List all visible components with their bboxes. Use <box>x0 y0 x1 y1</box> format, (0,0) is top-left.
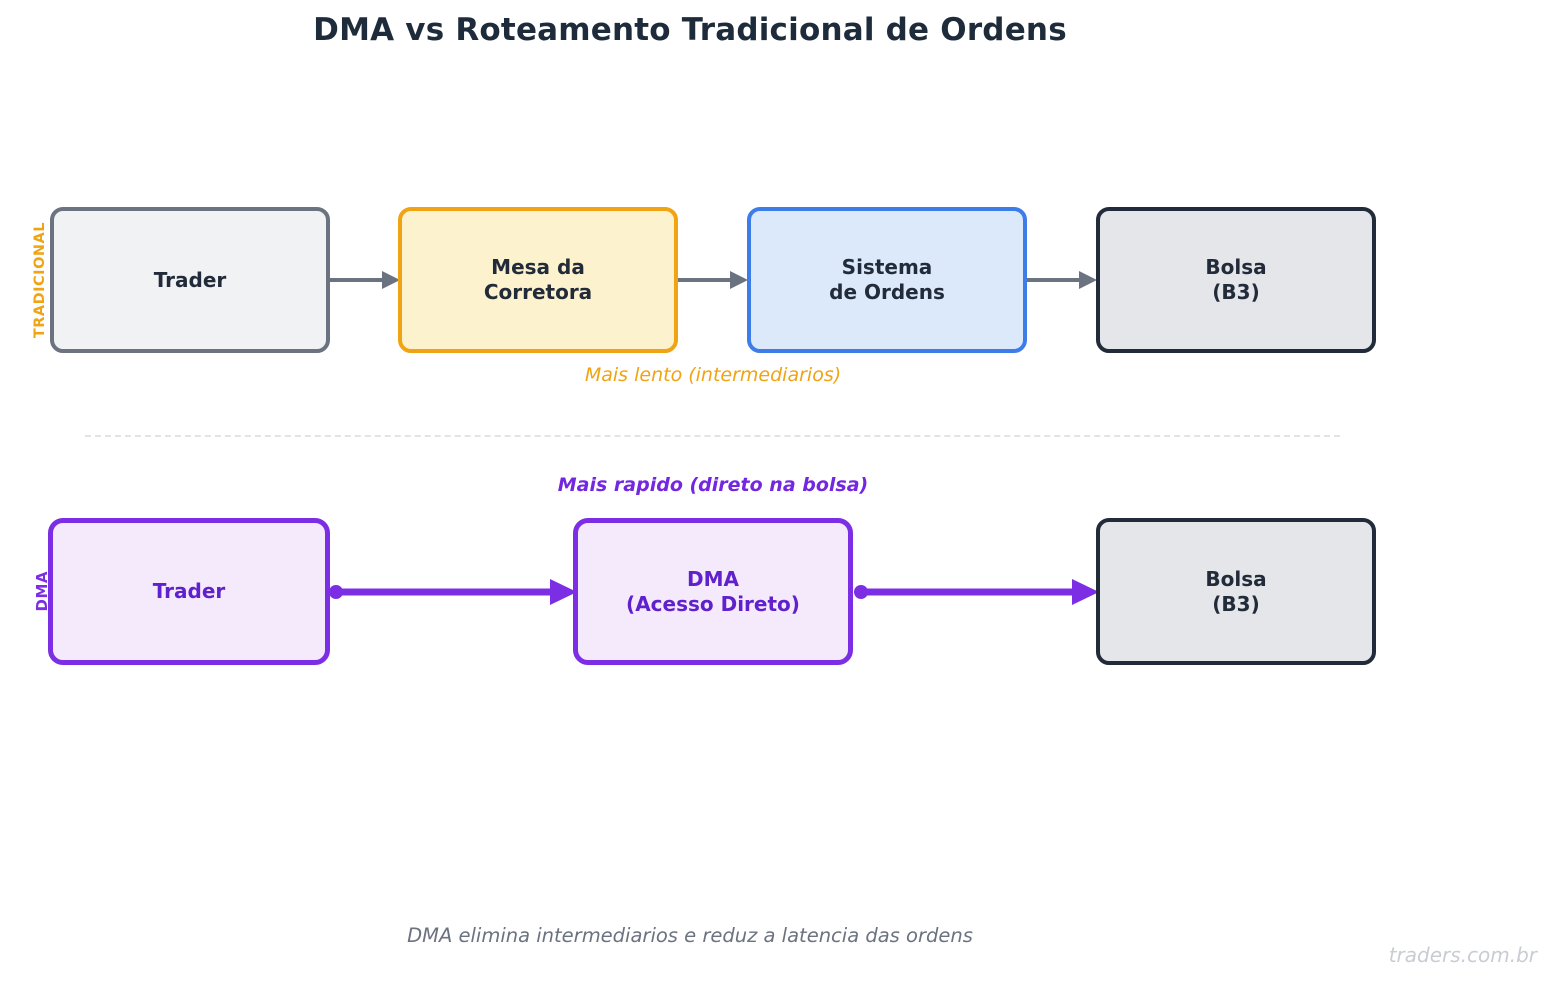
arrow-dma-to-bolsa-icon <box>854 579 1099 605</box>
node-trader-dma: Trader <box>48 518 330 665</box>
caption-traditional-slow: Mais lento (intermediarios) <box>584 364 842 386</box>
node-sistema-de-ordens: Sistema de Ordens <box>747 207 1027 353</box>
arrow-trader-to-mesa-icon <box>322 271 400 289</box>
page-title: DMA vs Roteamento Tradicional de Ordens <box>313 12 1067 48</box>
arrow-sistema-to-bolsa-icon <box>1019 271 1097 289</box>
node-sistema-de-ordens-label: Sistema de Ordens <box>829 255 945 304</box>
node-trader-traditional: Trader <box>50 207 330 353</box>
node-trader-dma-label: Trader <box>152 579 226 603</box>
node-bolsa-dma: Bolsa (B3) <box>1096 518 1376 665</box>
node-mesa-da-corretora: Mesa da Corretora <box>398 207 678 353</box>
arrow-mesa-to-sistema-icon <box>670 271 748 289</box>
rows-divider <box>85 435 1340 437</box>
caption-dma-fast: Mais rapido (direto na bolsa) <box>557 474 869 496</box>
node-dma-acesso-direto-label: DMA (Acesso Direto) <box>626 566 800 616</box>
row-label-traditional-text: TRADICIONAL <box>32 221 48 339</box>
footer-note: DMA elimina intermediarios e reduz a lat… <box>407 924 973 947</box>
watermark: traders.com.br <box>1388 943 1537 967</box>
arrow-trader-to-dma-icon <box>329 579 577 605</box>
node-bolsa-traditional-label: Bolsa (B3) <box>1205 255 1267 304</box>
node-bolsa-dma-label: Bolsa (B3) <box>1205 566 1267 616</box>
node-trader-traditional-label: Trader <box>153 267 227 292</box>
node-bolsa-traditional: Bolsa (B3) <box>1096 207 1376 353</box>
row-label-traditional: TRADICIONAL <box>28 207 52 353</box>
node-dma-acesso-direto: DMA (Acesso Direto) <box>573 518 853 665</box>
node-mesa-da-corretora-label: Mesa da Corretora <box>483 255 593 304</box>
